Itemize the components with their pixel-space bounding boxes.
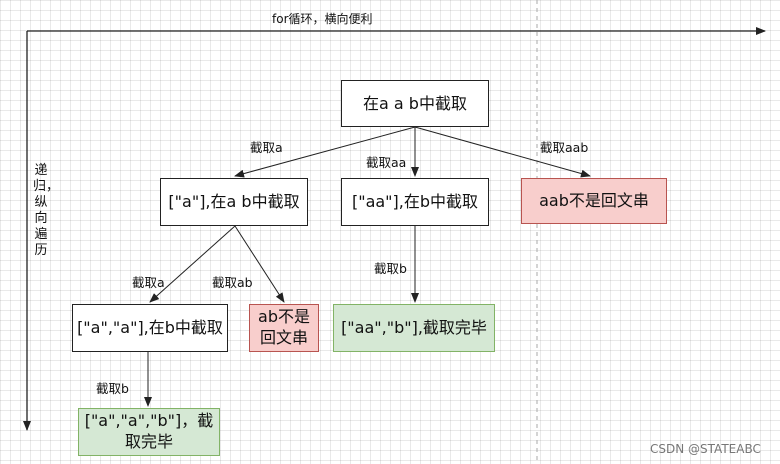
edge-label-aa-to-aa-b: 截取b: [374, 261, 407, 276]
node-level1-aab: aab不是回文串: [521, 178, 667, 224]
node-root: 在a a b中截取: [341, 80, 489, 127]
edge-root-to-a: [234, 126, 416, 178]
edge-label-root-to-a: 截取a: [250, 140, 283, 155]
node-level2-a-a: ["a","a"],在b中截取: [72, 304, 228, 352]
vertical-axis-label: 递归，纵向遍历: [33, 163, 60, 258]
edge-root-to-aab: [414, 126, 591, 178]
horizontal-axis-label: for循环，横向便利: [272, 12, 373, 26]
node-level1-a: ["a"],在a b中截取: [160, 178, 308, 226]
watermark: CSDN @STATEABC: [650, 442, 761, 456]
edge-label-root-to-aa: 截取aa: [366, 155, 407, 170]
edge-label-root-to-aab: 截取aab: [540, 140, 589, 155]
node-level2-aa-b: ["aa","b"],截取完毕: [333, 304, 495, 352]
node-level2-ab: ab不是回文串: [249, 304, 319, 352]
edge-label-a-to-ab: 截取ab: [212, 275, 253, 290]
edge-label-a-a-to-a-a-b: 截取b: [96, 381, 129, 396]
node-level3-a-a-b: ["a","a","b"]，截取完毕: [78, 408, 220, 456]
edge-label-a-to-a-a: 截取a: [132, 275, 165, 290]
edge-a-to-ab: [234, 225, 285, 303]
edge-a-to-a-a: [149, 225, 236, 303]
node-level1-aa: ["aa"],在b中截取: [341, 178, 489, 226]
